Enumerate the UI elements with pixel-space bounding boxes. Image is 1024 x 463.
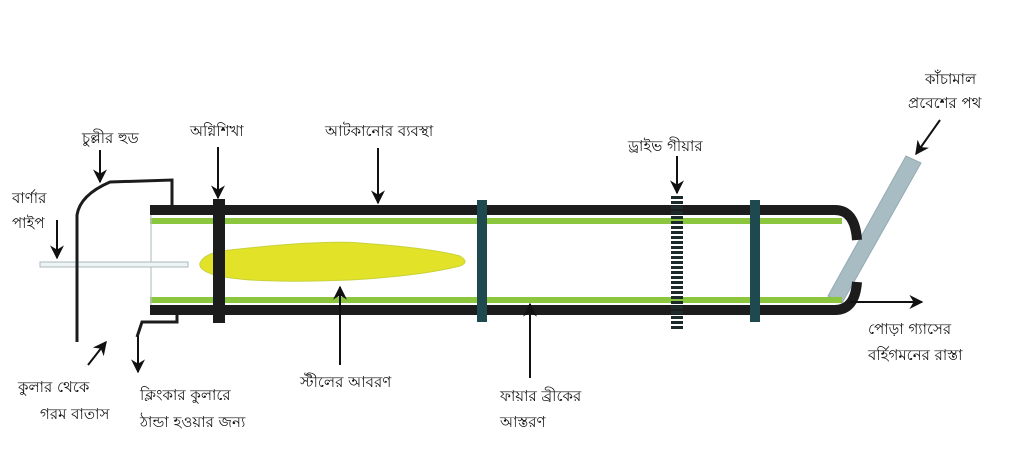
kiln-hood	[75, 178, 174, 342]
hot-air-arrow	[87, 340, 107, 366]
gear-tooth	[671, 236, 683, 239]
gear-tooth	[671, 246, 683, 249]
gear-tooth	[671, 231, 683, 234]
brick-lining-label-1: ফায়ার ব্রীকের	[499, 387, 582, 405]
gear-tooth	[671, 196, 683, 199]
gear-tooth	[671, 216, 683, 219]
gear-tooth	[671, 226, 683, 229]
feed-pipe	[827, 155, 922, 304]
support-ring-1	[213, 199, 225, 323]
support-label: আটকানোর ব্যবস্থা	[324, 122, 434, 140]
steel-shell-label: স্টীলের আবরণ	[299, 373, 392, 391]
burner-label-2: পাইপ	[12, 214, 45, 232]
gear-tooth	[671, 321, 683, 324]
hood-label: চুল্লীর হুড	[81, 129, 140, 147]
gear-tooth	[671, 261, 683, 264]
gear-tooth	[671, 306, 683, 309]
clinker-outlet	[135, 314, 179, 338]
gear-tooth	[671, 221, 683, 224]
burner-label-1: বার্ণার	[11, 189, 47, 207]
gear-tooth	[671, 316, 683, 319]
clinker-label-1: ক্লিংকার কুলারে	[139, 386, 231, 404]
gear-tooth	[671, 281, 683, 284]
gear-tooth	[671, 206, 683, 209]
gear-tooth	[671, 201, 683, 204]
flame-label: অগ্নিশিখা	[189, 122, 244, 140]
gear-tooth	[671, 326, 683, 329]
brick-lining-top	[150, 218, 842, 224]
feed-label-2: প্রবেশের পথ	[908, 94, 982, 112]
support-ring-2	[477, 200, 487, 322]
burner-pipe	[39, 261, 189, 268]
feed-arrow	[915, 119, 941, 156]
feed-label-1: কাঁচামাল	[924, 70, 977, 88]
gear-tooth	[671, 286, 683, 289]
hot-air-label-1: কুলার থেকে	[17, 378, 90, 396]
gear-tooth	[671, 211, 683, 214]
brick-lining-bottom	[150, 297, 842, 303]
gear-tooth	[671, 251, 683, 254]
gear-tooth	[671, 256, 683, 259]
gear-tooth	[671, 291, 683, 294]
exhaust-label-1: পোড়া গ্যাসের	[868, 320, 952, 338]
flame	[199, 241, 466, 282]
gear-tooth	[671, 266, 683, 269]
drive-gear-label: ড্রাইভ গীয়ার	[627, 137, 703, 155]
clinker-label-2: ঠান্ডা হওয়ার জন্য	[139, 413, 246, 431]
gear-tooth	[671, 241, 683, 244]
gear-tooth	[671, 296, 683, 299]
gear-tooth	[671, 276, 683, 279]
support-ring-3	[750, 200, 760, 322]
drive-gear	[671, 196, 683, 329]
gear-tooth	[671, 311, 683, 314]
hot-air-label-2: গরম বাতাস	[40, 405, 110, 423]
gear-tooth	[671, 271, 683, 274]
exhaust-label-2: বর্হিগমনের রাস্তা	[867, 346, 963, 364]
brick-lining-label-2: আস্তরণ	[499, 413, 547, 431]
steel-shell	[150, 205, 862, 315]
gear-tooth	[671, 301, 683, 304]
